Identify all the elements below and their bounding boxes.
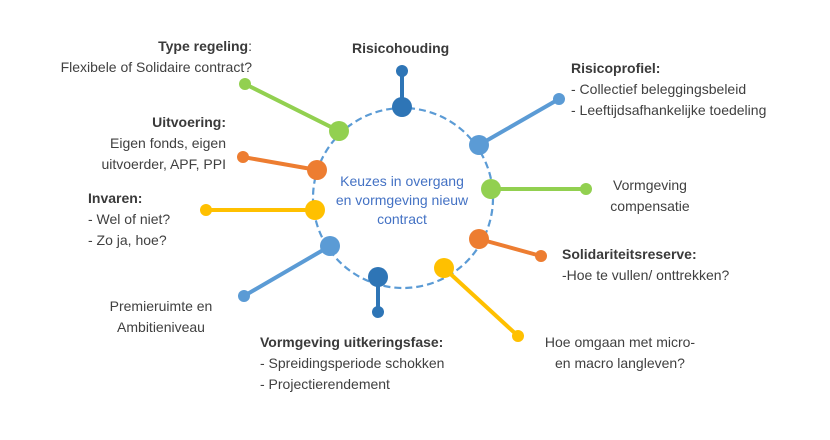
spoke-vormgeving-compensatie-node xyxy=(481,179,501,199)
spoke-uitkeringsfase-node xyxy=(368,267,388,287)
solidariteitsreserve-text: -Hoe te vullen/ onttrekken? xyxy=(562,267,730,283)
spoke-type-regeling-line xyxy=(244,82,340,133)
spoke-type-regeling-node xyxy=(329,121,349,141)
spoke-uitvoering-line xyxy=(242,155,318,172)
label-invaren: Invaren: - Wel of niet? - Zo ja, hoe? xyxy=(88,188,170,251)
risicoprofiel-item-2: - Leeftijdsafhankelijke toedeling xyxy=(571,102,767,118)
label-solidariteitsreserve: Solidariteitsreserve: -Hoe te vullen/ on… xyxy=(562,244,729,286)
center-label-line-1: Keuzes in overgang xyxy=(340,173,464,189)
langleven-line-1: Hoe omgaan met micro- xyxy=(544,334,696,350)
spoke-invaren-end-dot xyxy=(200,204,212,216)
uitvoering-line-2: uitvoerder, APF, PPI xyxy=(101,156,226,172)
label-vormgeving-compensatie: Vormgeving compensatie xyxy=(594,175,706,217)
invaren-item-1: - Wel of niet? xyxy=(88,211,171,227)
type-regeling-colon: : xyxy=(248,38,252,54)
spoke-solidariteitsreserve-end-dot xyxy=(535,250,547,262)
label-risicoprofiel: Risicoprofiel: - Collectief beleggingsbe… xyxy=(571,58,766,121)
uitkeringsfase-item-1: - Spreidingsperiode schokken xyxy=(260,355,445,371)
center-label-line-3: contract xyxy=(377,211,427,227)
spoke-premieruimte-end-dot xyxy=(238,290,250,302)
spoke-risicohouding-node xyxy=(392,97,412,117)
risicoprofiel-title: Risicoprofiel: xyxy=(571,60,661,76)
uitvoering-line-1: Eigen fonds, eigen xyxy=(110,135,226,151)
type-regeling-text: Flexibele of Solidaire contract? xyxy=(60,59,252,75)
spoke-risicohouding-end-dot xyxy=(396,65,408,77)
label-premieruimte: Premieruimte en Ambitieniveau xyxy=(98,296,224,338)
premieruimte-line-2: Ambitieniveau xyxy=(117,319,205,335)
risicoprofiel-item-1: - Collectief beleggingsbeleid xyxy=(571,81,747,97)
spoke-risicoprofiel-end-dot xyxy=(553,93,565,105)
spoke-solidariteitsreserve-line xyxy=(478,237,542,258)
invaren-item-2: - Zo ja, hoe? xyxy=(88,232,167,248)
spoke-premieruimte-line xyxy=(242,244,332,298)
center-label: Keuzes in overgang en vormgeving nieuw c… xyxy=(322,172,482,229)
spoke-uitkeringsfase-end-dot xyxy=(372,306,384,318)
uitkeringsfase-item-2: - Projectierendement xyxy=(260,376,390,392)
label-type-regeling: Type regeling: Flexibele of Solidaire co… xyxy=(40,36,252,78)
spoke-type-regeling-end-dot xyxy=(239,78,251,90)
spoke-risicoprofiel-line xyxy=(478,97,560,147)
label-langleven: Hoe omgaan met micro- en macro langleven… xyxy=(535,332,705,374)
spoke-solidariteitsreserve-node xyxy=(469,229,489,249)
label-risicohouding: Risicohouding xyxy=(352,38,449,59)
spoke-langleven-end-dot xyxy=(512,330,524,342)
langleven-line-2: en macro langleven? xyxy=(555,355,685,371)
vormgeving-compensatie-line-2: compensatie xyxy=(610,198,690,214)
solidariteitsreserve-title: Solidariteitsreserve: xyxy=(562,246,697,262)
spoke-risicoprofiel-node xyxy=(469,135,489,155)
spoke-langleven-line xyxy=(442,266,520,338)
spokes-group xyxy=(200,65,592,342)
invaren-title: Invaren: xyxy=(88,190,143,206)
spoke-uitvoering-end-dot xyxy=(237,151,249,163)
spoke-vormgeving-compensatie-end-dot xyxy=(580,183,592,195)
risicohouding-title: Risicohouding xyxy=(352,40,450,56)
label-uitkeringsfase: Vormgeving uitkeringsfase: - Spreidingsp… xyxy=(260,332,444,395)
center-label-line-2: en vormgeving nieuw xyxy=(335,192,469,208)
vormgeving-compensatie-line-1: Vormgeving xyxy=(613,177,687,193)
spoke-langleven-node xyxy=(434,258,454,278)
type-regeling-title: Type regeling xyxy=(158,38,249,54)
premieruimte-line-1: Premieruimte en xyxy=(109,298,213,314)
label-uitvoering: Uitvoering: Eigen fonds, eigen uitvoerde… xyxy=(82,112,226,175)
spoke-invaren-node xyxy=(305,200,325,220)
spoke-uitvoering-node xyxy=(307,160,327,180)
spoke-premieruimte-node xyxy=(320,236,340,256)
uitvoering-title: Uitvoering: xyxy=(152,114,226,130)
uitkeringsfase-title: Vormgeving uitkeringsfase: xyxy=(260,334,444,350)
